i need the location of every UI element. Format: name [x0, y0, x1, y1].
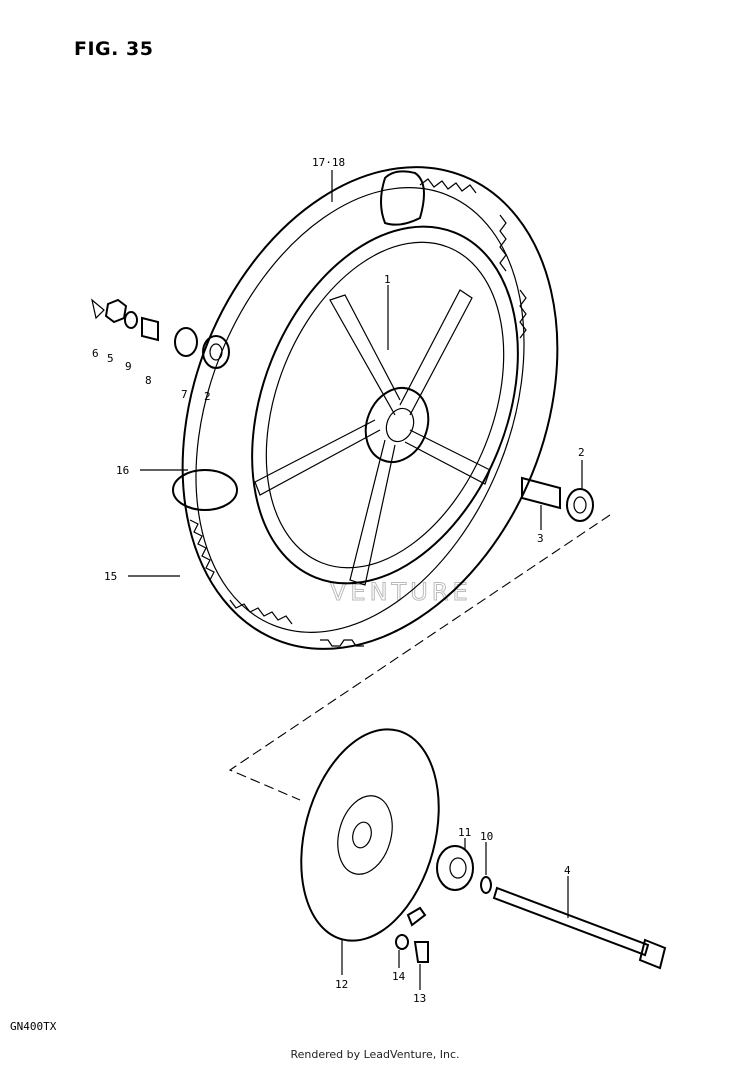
tire-tread — [189, 178, 527, 647]
spoke — [404, 429, 491, 485]
callout-17-18: 17·18 — [312, 156, 345, 169]
callout-3: 3 — [537, 532, 544, 545]
spoke — [399, 289, 473, 416]
callout-13: 13 — [413, 992, 426, 1005]
spacer — [141, 316, 159, 342]
bolt-13 — [413, 941, 429, 963]
bearing-right — [566, 488, 594, 522]
brake-disc — [300, 728, 440, 942]
cast-wheel — [251, 225, 519, 586]
bolt-14 — [395, 934, 409, 950]
callout-5: 5 — [107, 352, 114, 365]
bearing-left — [202, 335, 230, 369]
axle-center-line — [228, 514, 611, 801]
callout-10: 10 — [480, 830, 493, 843]
callout-7: 7 — [181, 388, 188, 401]
wheel-hub-bore — [385, 407, 415, 443]
front-axle — [492, 886, 667, 970]
render-credit: Rendered by LeadVenture, Inc. — [290, 1048, 460, 1061]
watermark-text: VENTURE — [330, 578, 472, 606]
washer — [124, 311, 138, 329]
figure-title: FIG. 35 — [74, 38, 154, 60]
bolt-clip — [406, 906, 427, 927]
castle-nut — [104, 298, 128, 324]
callout-2-left: 2 — [204, 390, 211, 403]
callout-4: 4 — [564, 864, 571, 877]
callout-2-right: 2 — [578, 446, 585, 459]
left-axle-parts — [91, 298, 230, 369]
cotter-pin — [91, 298, 105, 320]
washer-10 — [480, 876, 492, 894]
spoke — [329, 294, 401, 416]
dust-seal — [174, 327, 198, 357]
callout-8: 8 — [145, 374, 152, 387]
wheel-hub — [364, 387, 430, 463]
spoke — [254, 419, 381, 496]
speedometer-gearbox — [436, 845, 474, 891]
callout-14: 14 — [392, 970, 406, 983]
right-hub-parts — [521, 476, 594, 522]
callout-16: 16 — [116, 464, 129, 477]
tire-left-cutaway — [172, 469, 238, 511]
callout-12: 12 — [335, 978, 348, 991]
callout-1: 1 — [384, 273, 391, 286]
leader-lines — [128, 170, 583, 990]
tire-top-cutaway — [380, 170, 425, 226]
callout-6: 6 — [92, 347, 99, 360]
callout-15: 15 — [104, 570, 117, 583]
spoke — [349, 439, 396, 586]
spacer-right — [521, 476, 561, 510]
callout-labels: 17·18 1 6 5 9 8 7 2 16 15 2 3 11 10 4 12… — [92, 156, 585, 1005]
callout-11: 11 — [458, 826, 471, 839]
callout-9: 9 — [125, 360, 132, 373]
model-code: GN400TX — [10, 1020, 57, 1033]
tire — [172, 166, 559, 650]
